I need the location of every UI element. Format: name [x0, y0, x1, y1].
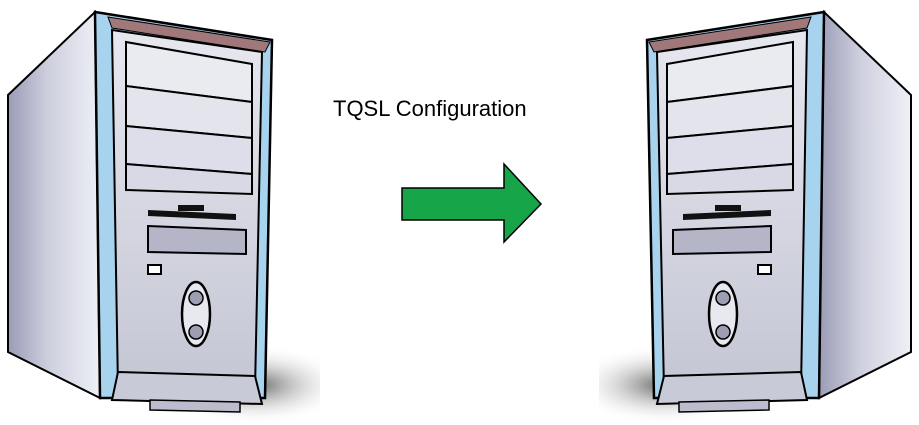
diagram-label: TQSL Configuration — [333, 96, 527, 121]
right-arrow-icon — [401, 162, 543, 244]
source-computer-icon — [7, 9, 320, 425]
destination-computer-icon — [599, 9, 912, 425]
